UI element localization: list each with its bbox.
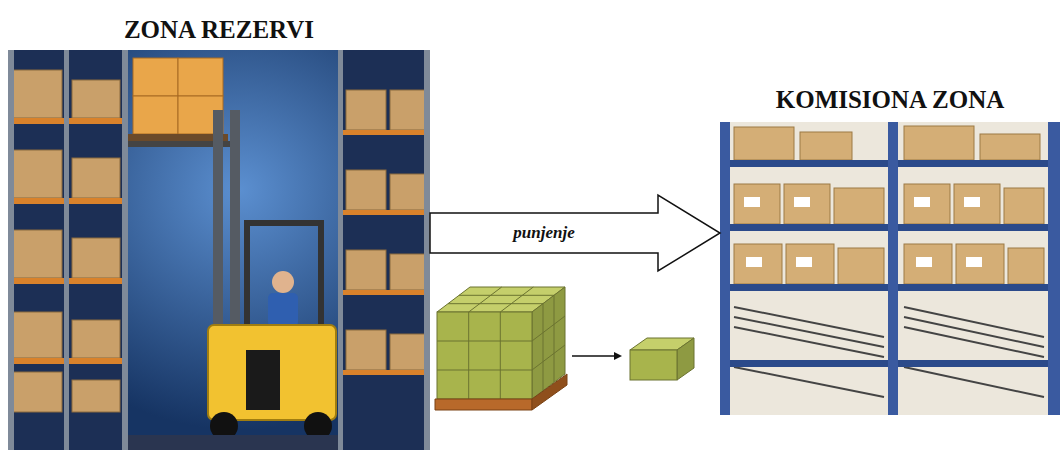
zone-title: KOMISIONA ZONA	[720, 78, 1060, 122]
block-arrow	[430, 195, 720, 271]
photo-panel: ZONA REZERVI	[8, 10, 430, 450]
zone-title: ZONA REZERVI	[8, 10, 430, 50]
arrow-label: punjenje	[510, 223, 577, 243]
pallet-illustration	[432, 282, 702, 417]
shelving-photo	[720, 122, 1060, 415]
warehouse-photo	[8, 50, 430, 450]
photo-panel: KOMISIONA ZONA	[720, 78, 1060, 415]
